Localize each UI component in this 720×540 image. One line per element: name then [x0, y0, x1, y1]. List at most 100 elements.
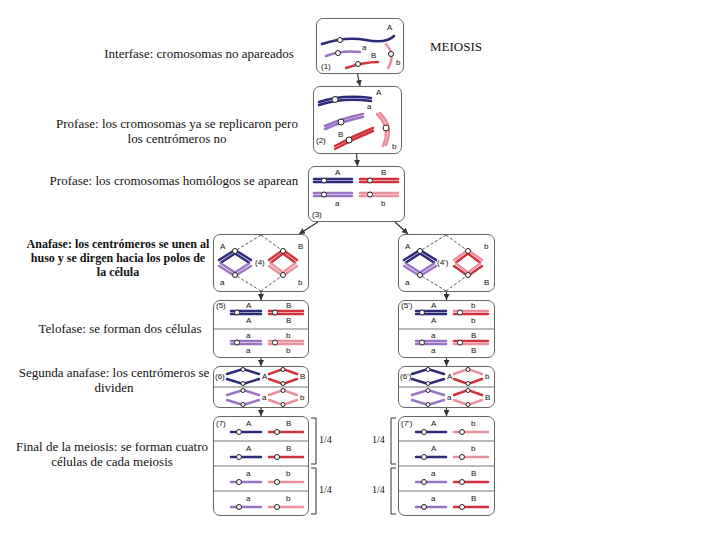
stage-arrow	[446, 408, 447, 416]
chromatid	[406, 254, 434, 263]
stage-arrow	[357, 154, 358, 166]
allele-label: B	[286, 420, 291, 428]
callout-number: (2)	[316, 137, 326, 145]
stage-box: (3)AaBb	[308, 166, 405, 222]
chromosome-set	[398, 368, 495, 407]
fraction-label: 1/4	[319, 434, 332, 446]
chromatid	[325, 117, 363, 129]
stage-box: (5)AABBaabb	[213, 300, 309, 358]
chromatid	[456, 254, 480, 263]
allele-label: a	[367, 103, 371, 111]
bracket	[311, 418, 316, 464]
chromatid	[231, 506, 261, 509]
allele-label: b	[396, 59, 400, 67]
centromere	[460, 480, 465, 485]
centromere	[458, 340, 463, 345]
allele-label: B	[286, 317, 291, 325]
chromatid	[314, 181, 352, 184]
allele-label: a	[405, 279, 409, 287]
stage-box: (7)ABABabab	[213, 416, 309, 516]
stage-box: (4)AaBb	[213, 234, 309, 292]
centromere	[336, 51, 341, 56]
allele-label: B	[484, 279, 489, 287]
allele-label: a	[447, 394, 451, 402]
stage-arrow	[358, 74, 361, 86]
chromatid	[420, 275, 446, 291]
stage-box: (7')AbAbaBaB	[398, 416, 495, 516]
allele-label: A	[246, 317, 251, 325]
stage-arrow	[446, 358, 447, 366]
chromosome-set	[213, 310, 309, 345]
centromere	[237, 430, 242, 435]
chromatid	[261, 235, 283, 251]
callout-number: (4')	[437, 259, 448, 267]
allele-label: a	[220, 279, 224, 287]
stage-box: (1)AaBb	[316, 18, 404, 74]
callout-number: (6')	[400, 373, 411, 381]
centromere	[338, 38, 343, 43]
centromere	[418, 249, 423, 254]
allele-label: A	[431, 317, 436, 325]
allele-label: B	[471, 495, 476, 503]
chromatid	[314, 195, 352, 198]
centromere	[466, 368, 470, 372]
centromere	[233, 273, 238, 278]
allele-label: a	[246, 495, 250, 503]
chromatid	[406, 264, 434, 273]
chromatid	[325, 114, 363, 126]
chromatid	[416, 481, 446, 484]
allele-label: a	[246, 332, 250, 340]
centromere	[426, 382, 430, 386]
allele-label: b	[298, 279, 302, 287]
callout-number: (7')	[401, 420, 412, 428]
stage-arrow	[299, 222, 318, 234]
chromatid	[360, 195, 398, 198]
chromatid	[335, 131, 373, 149]
centromere	[426, 368, 430, 372]
stage-caption: Interfase: cromosomas no apareados	[88, 47, 310, 62]
chromatid	[346, 62, 378, 68]
chromatid	[213, 466, 309, 467]
allele-label: A	[387, 24, 392, 32]
allele-label: b	[471, 445, 475, 453]
chromosome-set	[319, 97, 389, 150]
centromere	[273, 340, 278, 345]
chromatid	[231, 456, 261, 459]
callout-number: (7)	[216, 420, 226, 428]
chromatid	[213, 441, 309, 442]
callout-number: (5')	[401, 302, 412, 310]
allele-label: A	[431, 445, 436, 453]
chromosome-set	[322, 36, 394, 68]
chromosome-set	[219, 235, 297, 291]
chromatid	[398, 466, 495, 467]
chromatid	[213, 387, 309, 388]
centromere	[368, 192, 373, 197]
centromere	[466, 389, 470, 393]
chromatid	[416, 456, 446, 459]
centromere	[281, 389, 285, 393]
centromere	[241, 403, 245, 407]
diagram-title: MEIOSIS	[430, 40, 482, 55]
chromatid	[322, 36, 394, 44]
chromatid	[360, 181, 398, 184]
centromere	[466, 403, 470, 407]
bracket	[311, 468, 316, 514]
stage-caption: Anafase: los centrómeros se unen al huso…	[26, 238, 210, 279]
allele-label: B	[371, 52, 376, 60]
chromatid	[398, 329, 495, 330]
allele-label: b	[300, 394, 304, 402]
allele-label: a	[246, 470, 250, 478]
centromere	[458, 310, 463, 315]
centromere	[322, 192, 327, 197]
chromatid	[360, 178, 398, 181]
allele-label: A	[246, 420, 251, 428]
callout-number: (1)	[321, 63, 331, 71]
centromere	[275, 505, 280, 510]
stage-arrow	[260, 358, 261, 366]
centromere	[422, 430, 427, 435]
fraction-label: 1/4	[372, 434, 385, 446]
stage-box: (6)ABab	[213, 366, 309, 408]
centromere	[237, 505, 242, 510]
allele-label: B	[338, 131, 343, 139]
centromere	[466, 382, 470, 386]
